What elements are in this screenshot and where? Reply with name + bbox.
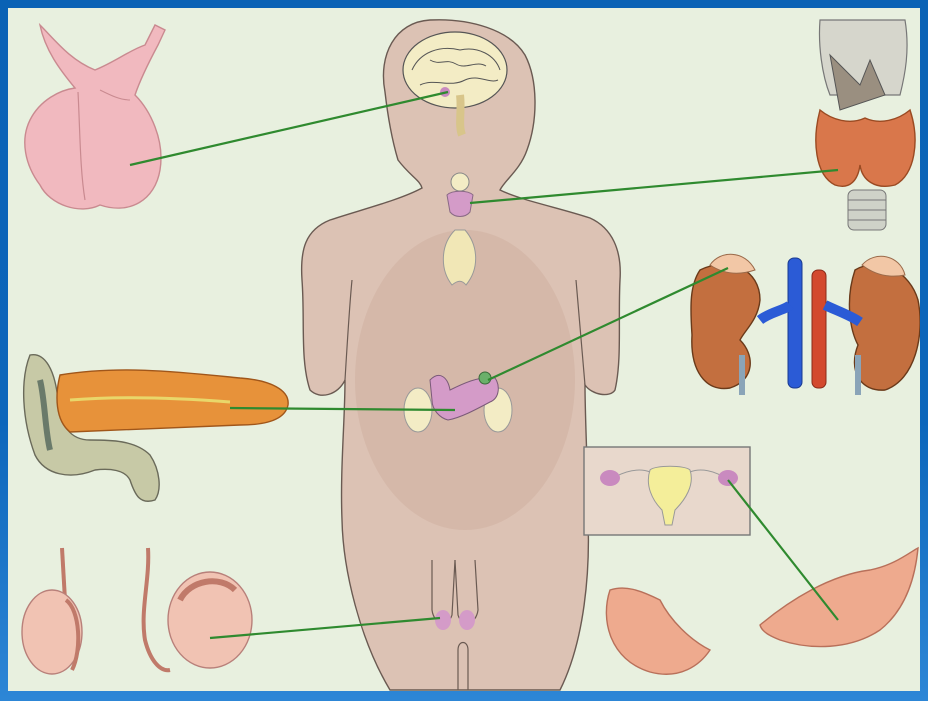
ovary-connector <box>728 480 838 620</box>
thyroid-marker-icon <box>447 173 473 217</box>
testes <box>22 548 252 674</box>
endocrine-diagram <box>8 8 920 691</box>
pituitary-gland <box>25 25 165 209</box>
ovaries-uterus <box>584 447 918 674</box>
adrenal-kidneys <box>691 254 920 395</box>
thymus-icon <box>443 230 475 285</box>
thyroid-connector <box>470 170 838 203</box>
diagram-panel <box>8 8 920 691</box>
pancreas <box>24 355 288 502</box>
thyroid-gland <box>816 20 915 230</box>
